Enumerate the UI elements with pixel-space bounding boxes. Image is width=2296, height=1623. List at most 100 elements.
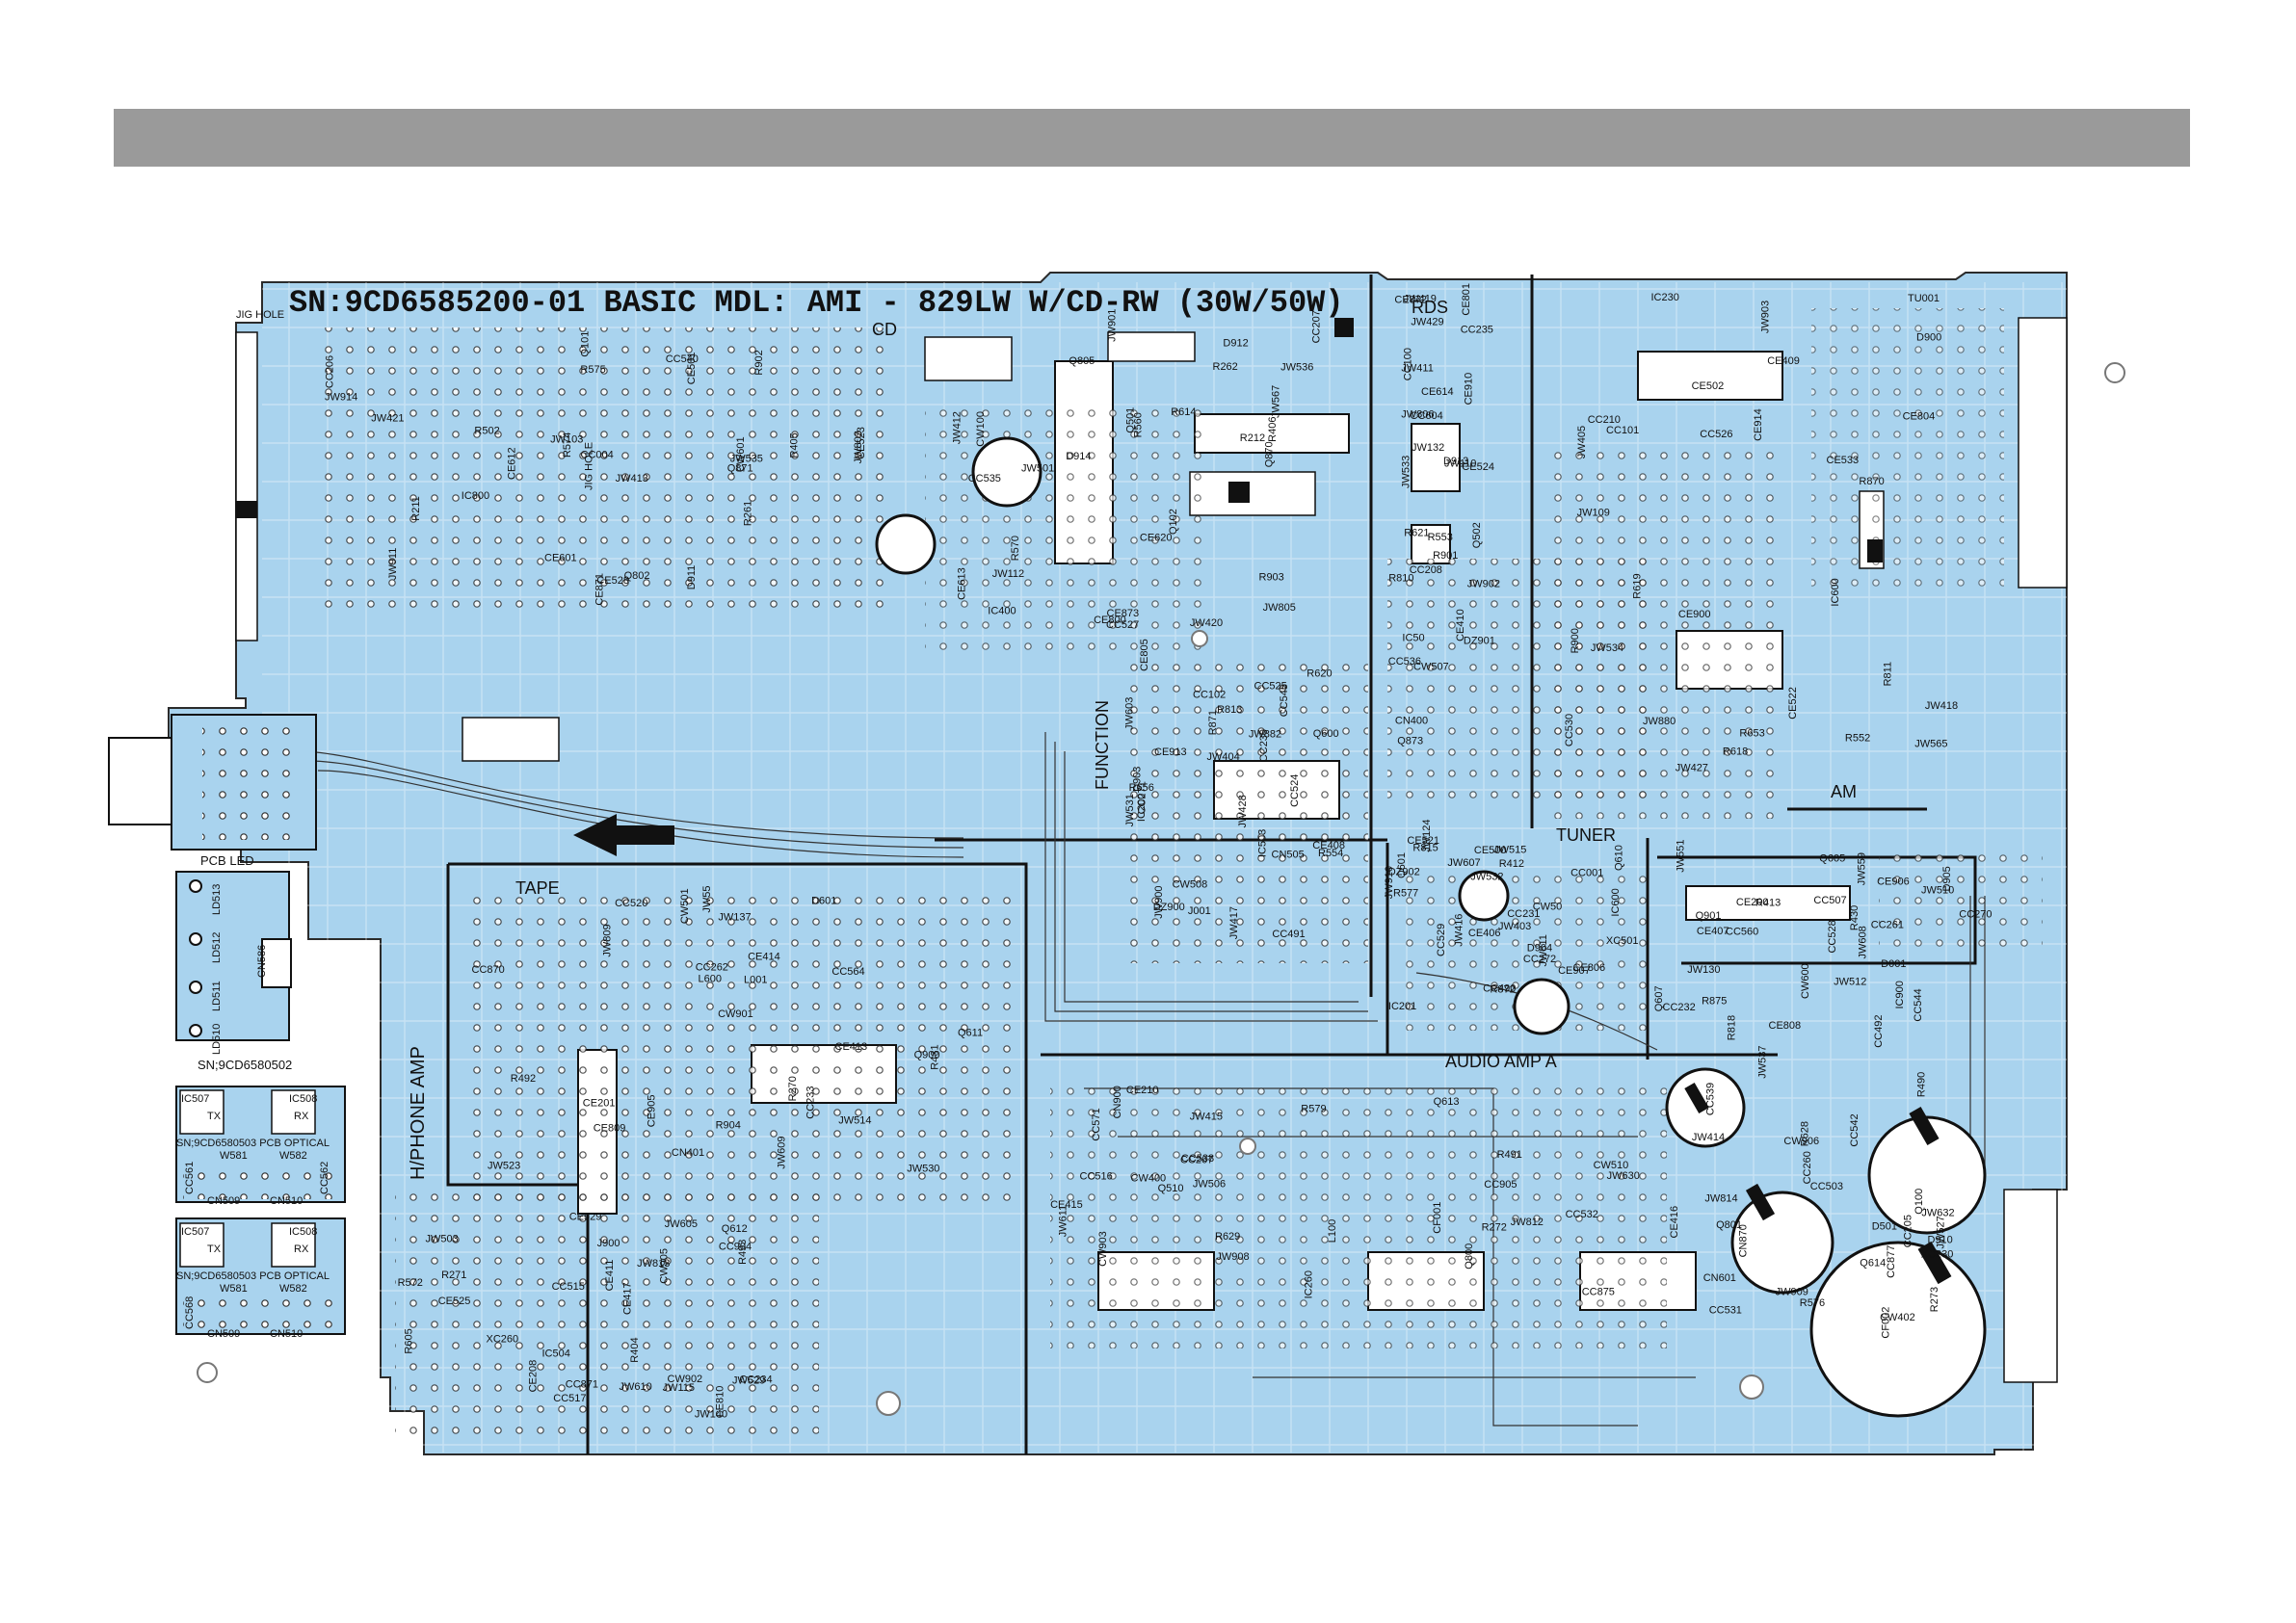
component-label: JW419 [1404, 294, 1437, 305]
component-label: JW403 [1498, 921, 1531, 932]
component-label: JW132 [1412, 442, 1444, 454]
component-label: CE521 [1407, 835, 1439, 847]
component-label: R212 [1240, 432, 1265, 444]
component-label: R261 [743, 501, 754, 526]
component-label: CC871 [566, 1379, 598, 1391]
component-label: IC503 [1256, 829, 1268, 857]
component-label: Q101 [579, 331, 591, 357]
component-label: CC564 [831, 966, 864, 978]
component-label: JW814 [1704, 1193, 1737, 1205]
component-label: D911 [686, 565, 698, 589]
component-label: CE900 [1678, 609, 1711, 620]
component-label: CE804 [1903, 411, 1936, 423]
component-label: JW534 [1591, 642, 1623, 654]
optical1-w2: W582 [279, 1150, 307, 1162]
component-label: R621 [1404, 527, 1429, 538]
component-label: CN400 [1395, 715, 1428, 726]
section-label-tape: TAPE [515, 878, 560, 898]
component-label: JW503 [426, 1234, 459, 1245]
component-label: Q610 [1614, 845, 1625, 871]
component-label: CE620 [1140, 533, 1173, 544]
component-label: CC230 [1258, 729, 1270, 762]
optical1-rx: IC508 [289, 1093, 317, 1105]
component-label: R430 [1849, 905, 1861, 930]
component-label: CC101 [1606, 425, 1639, 436]
component-label: CC604 [1411, 410, 1443, 422]
component-label: JW530 [907, 1163, 939, 1174]
component-label: R560 [1132, 412, 1144, 437]
component-label: CE906 [1877, 877, 1910, 888]
component-label: CE501 [686, 353, 698, 385]
component-label: CC490 [1483, 982, 1516, 994]
section-label-hphone-amp: H/PHONE AMP [408, 1046, 429, 1180]
component-label: R554 [1318, 848, 1343, 859]
optical1-cap: CC561 [184, 1162, 196, 1194]
component-label: R570 [1010, 536, 1021, 561]
optical1-cn1: CN509 [207, 1195, 240, 1207]
component-label: CE411 [604, 1260, 616, 1292]
component-label: CE407 [1697, 926, 1729, 937]
component-label: JW567 [1271, 385, 1282, 418]
component-label: R404 [629, 1337, 641, 1362]
component-label: DZ900 [1153, 902, 1185, 913]
component-label: CE416 [1669, 1206, 1680, 1239]
component-label: JW909 [1776, 1286, 1808, 1297]
component-label: JW903 [1760, 301, 1772, 333]
component-label: Q102 [1168, 509, 1179, 535]
component-label: CC524 [1289, 774, 1301, 807]
component-label: CC877 [1886, 1245, 1897, 1278]
component-label: CE502 [1692, 380, 1725, 392]
section-label-tuner: TUNER [1556, 825, 1616, 845]
component-label: D601 [811, 895, 836, 906]
component-label: R490 [1915, 1072, 1927, 1097]
component-label: CC875 [1582, 1287, 1615, 1298]
optical-jack [108, 714, 317, 851]
component-label: R903 [1259, 572, 1284, 584]
component-label: R272 [1482, 1222, 1507, 1234]
component-label: CE201 [583, 1098, 616, 1110]
component-label: CC208 [1410, 564, 1442, 576]
component-label: JW605 [665, 1218, 698, 1230]
component-label: CC205 [1902, 1215, 1913, 1247]
component-label: JW632 [1921, 1207, 1954, 1218]
mounting-holes [197, 362, 2125, 1416]
component-label: CE871 [594, 573, 605, 606]
component-label: CC207 [1310, 310, 1322, 343]
component-label: R412 [1499, 858, 1524, 870]
component-label: R618 [1723, 746, 1748, 758]
section-label-cd: CD [872, 320, 897, 339]
component-label: CC539 [1704, 1083, 1716, 1115]
component-label: CW903 [1097, 1231, 1109, 1267]
component-label: CC271 [1137, 781, 1148, 814]
component-label: R813 [1217, 704, 1242, 716]
component-label: CE200 [1736, 897, 1769, 908]
component-label: JW140 [695, 1408, 727, 1420]
component-label: CC535 [968, 473, 1001, 484]
component-label: JW404 [1207, 751, 1240, 763]
component-label: JW130 [1687, 964, 1720, 976]
component-label: XC230 [1921, 1248, 1954, 1260]
component-label: R900 [1570, 628, 1581, 653]
component-label: R620 [1306, 668, 1332, 680]
component-label: R810 [1388, 572, 1413, 584]
component-label: CC232 [1663, 1002, 1696, 1013]
component-label: L001 [744, 975, 767, 986]
component-label: CC520 [615, 898, 647, 909]
component-label: JW536 [1280, 362, 1313, 374]
component-label: R502 [474, 426, 499, 437]
component-label: Q871 [727, 463, 753, 475]
component-label: CE409 [1767, 355, 1800, 367]
component-label: D903 [1132, 767, 1144, 792]
optical2-w2: W582 [279, 1283, 307, 1295]
optical2-serial: SN;9CD6580503 PCB OPTICAL [176, 1270, 330, 1282]
component-label: Q501 [1124, 407, 1136, 433]
component-label: CN900 [1112, 1086, 1123, 1118]
component-label: CC492 [1873, 1015, 1885, 1048]
component-label: JW809 [602, 924, 614, 956]
component-label: JW551 [1675, 839, 1686, 872]
optical1-tx-label: TX [207, 1111, 222, 1122]
component-label: R870 [1859, 476, 1884, 487]
component-label: CN505 [1272, 850, 1305, 861]
led-board-title: PCB LED [200, 853, 254, 868]
component-label: R815 [1412, 842, 1438, 853]
